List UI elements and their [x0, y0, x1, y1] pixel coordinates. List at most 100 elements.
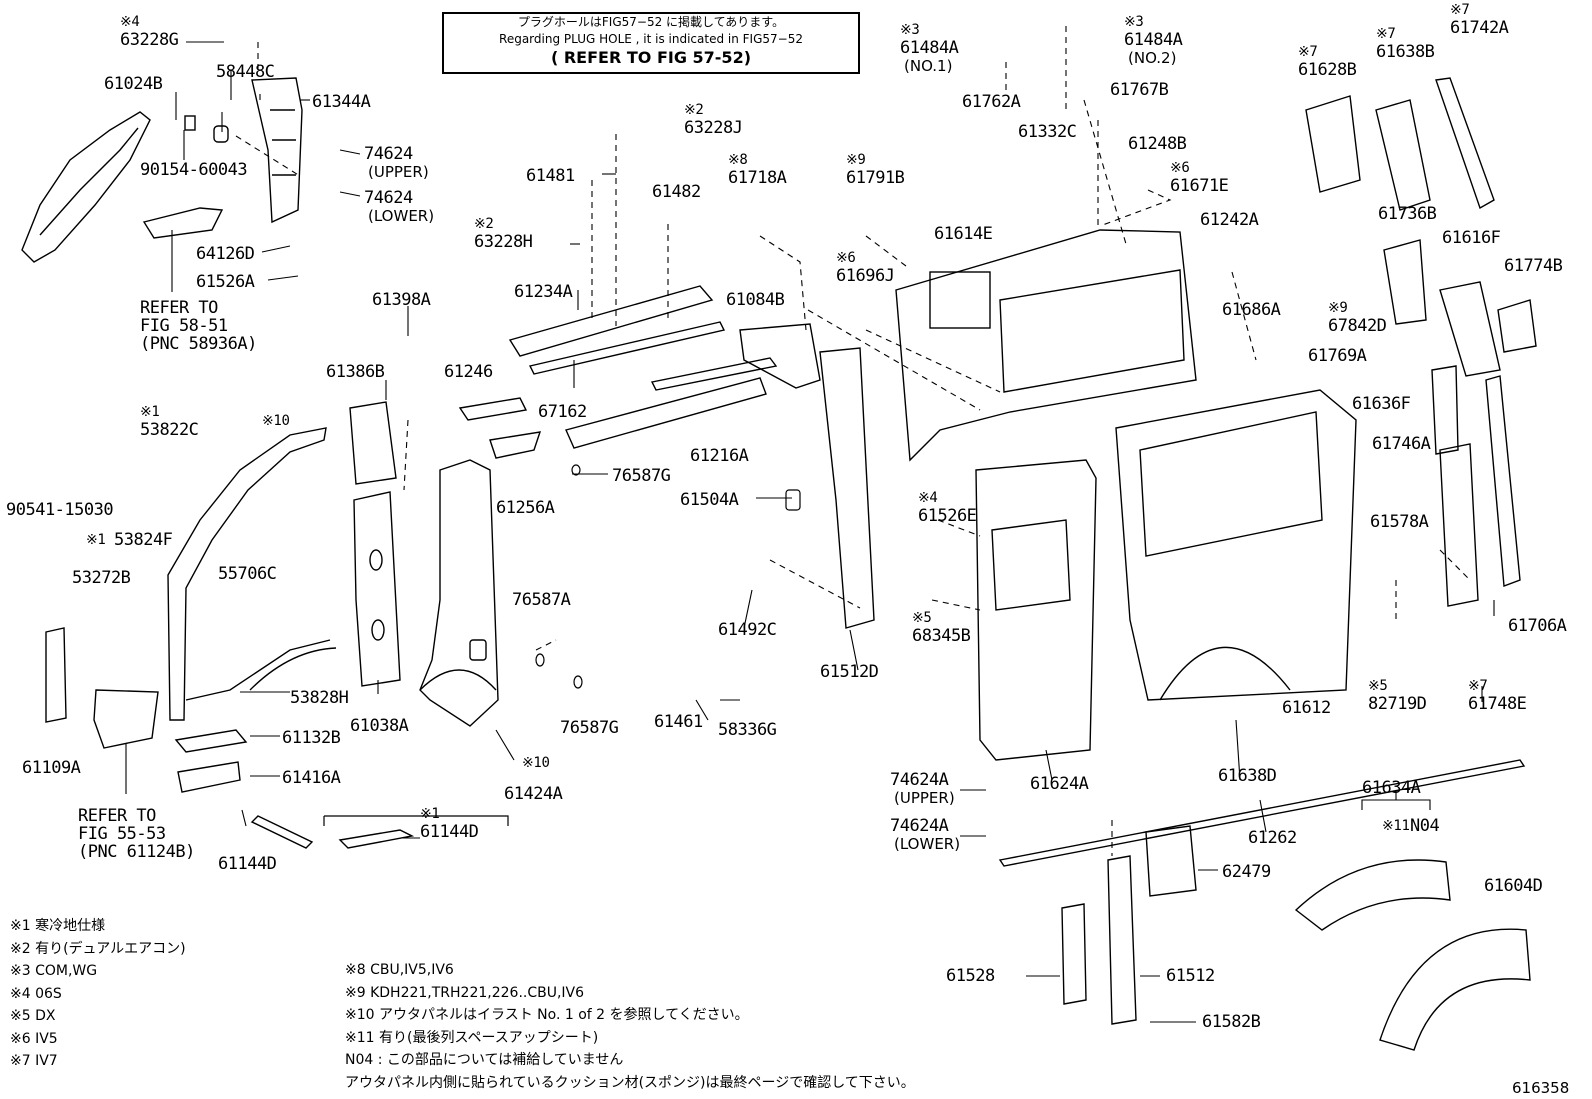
part-number-61528[interactable]: 61528	[946, 966, 995, 986]
part-number-61234A[interactable]: 61234A	[514, 282, 573, 302]
part-61038A-shape	[353, 491, 401, 687]
part-number-58448C[interactable]: 58448C	[216, 62, 275, 82]
part-number-53272B[interactable]: 53272B	[72, 568, 131, 588]
part-number-76587A[interactable]: 76587A	[512, 590, 571, 610]
part-number-61736B[interactable]: 61736B	[1378, 204, 1437, 224]
part-number-61791B[interactable]: 61791B	[846, 168, 905, 188]
part-number-74624Al[interactable]: 74624A	[890, 816, 949, 836]
note-mark-10-b: ※10	[522, 755, 550, 771]
part-number-63228H[interactable]: 63228H	[474, 232, 533, 252]
part-number-61512D[interactable]: 61512D	[820, 662, 879, 682]
part-number-61774B[interactable]: 61774B	[1504, 256, 1563, 276]
footnote-mark-68345B: ※5	[912, 610, 932, 626]
part-number-63228G[interactable]: 63228G	[120, 30, 179, 50]
part-number-61512[interactable]: 61512	[1166, 966, 1215, 986]
refer-fig-55-53-line-3: (PNC 61124B)	[78, 842, 195, 862]
part-number-61614E[interactable]: 61614E	[934, 224, 993, 244]
part-number-74624l[interactable]: 74624	[364, 188, 413, 208]
part-number-61024B[interactable]: 61024B	[104, 74, 163, 94]
part-61612-shape	[1115, 389, 1357, 701]
footnote-right-5: N04 : この部品については補給していません	[345, 1052, 624, 1068]
part-number-N04[interactable]: N04	[1410, 816, 1440, 836]
part-number-74624Au[interactable]: 74624A	[890, 770, 949, 790]
part-number-61262[interactable]: 61262	[1248, 828, 1297, 848]
part-number-61461[interactable]: 61461	[654, 712, 703, 732]
part-number-61482[interactable]: 61482	[652, 182, 701, 202]
part-number-61706A[interactable]: 61706A	[1508, 616, 1567, 636]
part-number-61582B[interactable]: 61582B	[1202, 1012, 1261, 1032]
part-number-61246[interactable]: 61246	[444, 362, 493, 382]
part-number-61492C[interactable]: 61492C	[718, 620, 777, 640]
part-number-61132B[interactable]: 61132B	[282, 728, 341, 748]
part-number-61386B[interactable]: 61386B	[326, 362, 385, 382]
part-number-55706C[interactable]: 55706C	[218, 564, 277, 584]
refer-fig-55-53-line-1: REFER TO	[78, 806, 156, 826]
callout-line-3[interactable]: ( REFER TO FIG 57-52)	[550, 48, 752, 67]
part-number-61144Da[interactable]: 61144D	[218, 854, 277, 874]
part-number-64126D[interactable]: 64126D	[196, 244, 255, 264]
part-number-61769A[interactable]: 61769A	[1308, 346, 1367, 366]
part-number-74624u[interactable]: 74624	[364, 144, 413, 164]
refer-fig-58-51-line-2[interactable]: FIG 58-51	[140, 316, 228, 336]
part-number-63228J[interactable]: 63228J	[684, 118, 743, 138]
part-number-76587Gb[interactable]: 76587G	[560, 718, 619, 738]
part-number-61612[interactable]: 61612	[1282, 698, 1331, 718]
part-number-76587Ga[interactable]: 76587G	[612, 466, 671, 486]
part-number-61256A[interactable]: 61256A	[496, 498, 555, 518]
part-number-61634A[interactable]: 61634A	[1362, 778, 1421, 798]
part-number-61526A[interactable]: 61526A	[196, 272, 255, 292]
part-sub-74624u: (UPPER)	[368, 163, 429, 181]
part-number-61604D[interactable]: 61604D	[1484, 876, 1543, 896]
part-number-61109A[interactable]: 61109A	[22, 758, 81, 778]
footnote-mark-61144Db: ※1	[420, 806, 440, 822]
part-number-53824F[interactable]: 53824F	[114, 530, 173, 550]
part-number-61084B[interactable]: 61084B	[726, 290, 785, 310]
part-number-61144Db[interactable]: 61144D	[420, 822, 479, 842]
part-number-61248B[interactable]: 61248B	[1128, 134, 1187, 154]
part-number-61242A[interactable]: 61242A	[1200, 210, 1259, 230]
part-number-61767B[interactable]: 61767B	[1110, 80, 1169, 100]
part-number-61424A[interactable]: 61424A	[504, 784, 563, 804]
footnote-right-2: ※9 KDH221,TRH221,226..CBU,IV6	[345, 984, 585, 1001]
part-number-61416A[interactable]: 61416A	[282, 768, 341, 788]
part-number-61526E[interactable]: 61526E	[918, 506, 977, 526]
part-number-53822C[interactable]: 53822C	[140, 420, 199, 440]
part-number-61481[interactable]: 61481	[526, 166, 575, 186]
part-number-61504A[interactable]: 61504A	[680, 490, 739, 510]
part-number-67162[interactable]: 67162	[538, 402, 587, 422]
part-number-61686A[interactable]: 61686A	[1222, 300, 1281, 320]
refer-fig-55-53-line-2[interactable]: FIG 55-53	[78, 824, 166, 844]
part-number-61398A[interactable]: 61398A	[372, 290, 431, 310]
footnote-mark-61791B: ※9	[846, 152, 866, 168]
part-number-61038A[interactable]: 61038A	[350, 716, 409, 736]
part-number-61616F[interactable]: 61616F	[1442, 228, 1501, 248]
part-number-61718A[interactable]: 61718A	[728, 168, 787, 188]
part-number-61624A[interactable]: 61624A	[1030, 774, 1089, 794]
part-number-61638D[interactable]: 61638D	[1218, 766, 1277, 786]
part-number-61696J[interactable]: 61696J	[836, 266, 895, 286]
part-number-58336G[interactable]: 58336G	[718, 720, 777, 740]
part-number-67842D[interactable]: 67842D	[1328, 316, 1387, 336]
part-number-61216A[interactable]: 61216A	[690, 446, 749, 466]
part-number-61578A[interactable]: 61578A	[1370, 512, 1429, 532]
part-number-61484A1[interactable]: 61484A	[900, 38, 959, 58]
part-number-61638B[interactable]: 61638B	[1376, 42, 1435, 62]
part-number-61628B[interactable]: 61628B	[1298, 60, 1357, 80]
part-number-61484A2[interactable]: 61484A	[1124, 30, 1183, 50]
part-number-61344A[interactable]: 61344A	[312, 92, 371, 112]
part-number-62479[interactable]: 62479	[1222, 862, 1271, 882]
footnote-mark-N04: ※11	[1382, 818, 1410, 834]
part-number-82719D[interactable]: 82719D	[1368, 694, 1427, 714]
part-number-61746A[interactable]: 61746A	[1372, 434, 1431, 454]
part-number-61748E[interactable]: 61748E	[1468, 694, 1527, 714]
part-number-90541[interactable]: 90541-15030	[6, 500, 114, 520]
part-number-61332C[interactable]: 61332C	[1018, 122, 1077, 142]
part-number-53828H[interactable]: 53828H	[290, 688, 349, 708]
part-number-90154[interactable]: 90154-60043	[140, 160, 248, 180]
part-number-61636F[interactable]: 61636F	[1352, 394, 1411, 414]
part-number-61742A[interactable]: 61742A	[1450, 18, 1509, 38]
part-number-61671E[interactable]: 61671E	[1170, 176, 1229, 196]
part-sub-74624l: (LOWER)	[368, 207, 435, 225]
part-number-61762A[interactable]: 61762A	[962, 92, 1021, 112]
part-number-68345B[interactable]: 68345B	[912, 626, 971, 646]
